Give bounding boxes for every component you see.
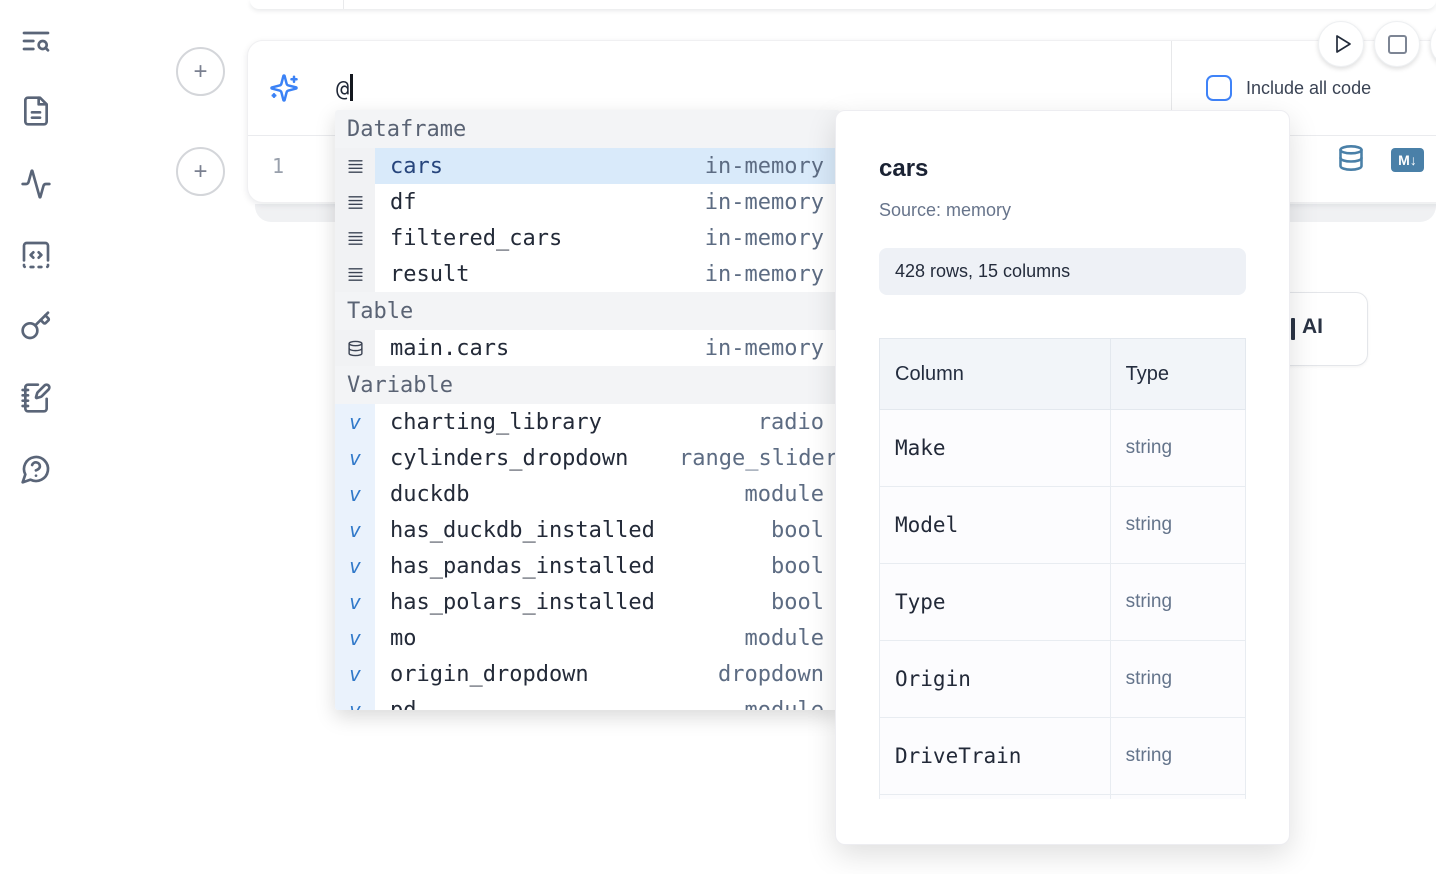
- variable-icon: v: [335, 548, 375, 584]
- rows-icon: [335, 256, 375, 292]
- ai-card-label: AI: [1302, 315, 1323, 338]
- variable-icon: v: [335, 404, 375, 440]
- variable-icon: v: [335, 476, 375, 512]
- column-header: Column: [879, 338, 1111, 410]
- variable-icon: v: [335, 512, 375, 548]
- table-row: [879, 794, 1246, 799]
- previous-cell-edge: [250, 0, 1436, 9]
- database-icon: [335, 330, 375, 366]
- preview-source: Source: memory: [879, 200, 1012, 220]
- run-cell-button[interactable]: [1318, 21, 1364, 67]
- markdown-badge[interactable]: M↓: [1391, 148, 1424, 172]
- ai-prompt-row: @ Include all code: [248, 41, 1436, 135]
- database-indicator-icon[interactable]: [1337, 144, 1365, 172]
- add-cell-below-button[interactable]: +: [176, 147, 225, 196]
- rows-icon: [335, 184, 375, 220]
- variable-icon: v: [335, 584, 375, 620]
- key-icon[interactable]: [20, 310, 52, 342]
- stop-button[interactable]: [1374, 21, 1420, 67]
- add-cell-above-button[interactable]: +: [176, 47, 225, 96]
- section-header-variable: Variable: [335, 366, 840, 404]
- variable-icon: v: [335, 656, 375, 692]
- include-all-code-option: Include all code: [1206, 41, 1371, 135]
- variable-icon: v: [335, 692, 375, 710]
- variable-icon: v: [335, 620, 375, 656]
- type-header: Type: [1109, 338, 1246, 410]
- activity-icon[interactable]: [20, 168, 52, 200]
- include-all-code-checkbox[interactable]: [1206, 75, 1232, 101]
- preview-summary-badge: 428 rows, 15 columns: [879, 248, 1246, 295]
- variable-icon: v: [335, 440, 375, 476]
- text-search-icon[interactable]: [20, 25, 52, 57]
- include-all-code-label: Include all code: [1246, 77, 1372, 98]
- notebook-pen-icon[interactable]: [20, 382, 52, 414]
- text-caret: [350, 74, 353, 101]
- file-text-icon[interactable]: [20, 95, 52, 127]
- clipped-letter: [1291, 318, 1295, 340]
- help-chat-icon[interactable]: [20, 453, 52, 485]
- rows-icon: [335, 148, 375, 184]
- stop-icon: [1387, 34, 1407, 54]
- dataframe-preview-popup: cars Source: memory 428 rows, 15 columns…: [835, 110, 1290, 845]
- section-header-table: Table: [335, 292, 840, 330]
- ai-prompt-input[interactable]: @: [336, 74, 353, 102]
- rows-icon: [335, 220, 375, 256]
- square-code-icon[interactable]: [20, 239, 52, 271]
- sparkles-icon: [269, 73, 299, 103]
- line-number: 1: [271, 154, 285, 178]
- section-header-dataframe: Dataframe: [335, 110, 840, 148]
- preview-title: cars: [879, 155, 929, 182]
- prompt-divider: [1171, 41, 1172, 135]
